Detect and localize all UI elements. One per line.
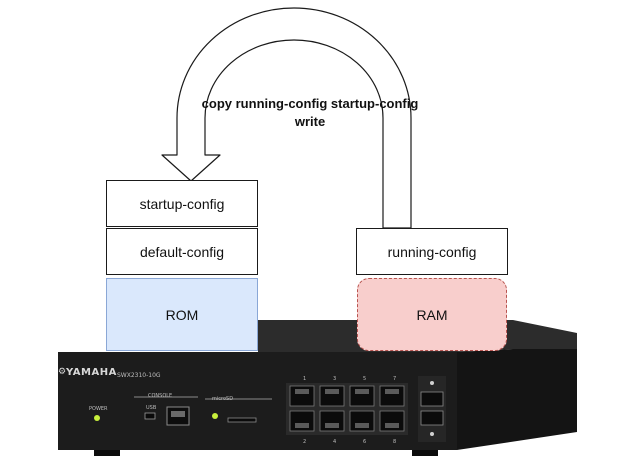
- default-config-box: default-config: [106, 228, 258, 275]
- svg-text:7: 7: [393, 376, 396, 382]
- console-label: CONSOLE: [148, 393, 173, 399]
- startup-config-box: startup-config: [106, 180, 258, 227]
- switch-side-face: [457, 349, 577, 450]
- svg-text:8: 8: [393, 439, 396, 445]
- copy-command-label: copy running-config startup-config: [201, 96, 419, 111]
- switch-foot: [412, 450, 438, 456]
- power-label: POWER: [89, 406, 108, 412]
- sfp-port: [420, 391, 444, 407]
- rom-label: ROM: [165, 306, 199, 323]
- model-label: SWX2310-10G: [117, 372, 161, 379]
- microsd-slot: [227, 417, 257, 423]
- sfp-port: [420, 410, 444, 426]
- console-port-contacts: [171, 411, 185, 417]
- svg-text:6: 6: [363, 439, 366, 445]
- ram-label: RAM: [416, 306, 448, 323]
- svg-text:1: 1: [303, 376, 306, 382]
- lan-port-contacts: [295, 389, 399, 428]
- default-config-label: default-config: [139, 243, 225, 260]
- yamaha-logo-icon: ⚙: [58, 367, 67, 377]
- write-command-label: write: [294, 114, 326, 129]
- microsd-label: microSD: [212, 396, 234, 402]
- sfp-led: [430, 432, 434, 436]
- sfp-panel: [418, 376, 446, 442]
- brand-label: YAMAHA: [66, 367, 117, 378]
- svg-text:2: 2: [303, 439, 306, 445]
- svg-text:4: 4: [333, 439, 336, 445]
- ram-box: RAM: [357, 278, 507, 351]
- power-led: [94, 415, 100, 421]
- usb-label: USB: [146, 405, 157, 411]
- svg-text:3: 3: [333, 376, 336, 382]
- rom-box: ROM: [106, 278, 258, 351]
- port-number-labels: 1 3 5 7 2 4 6 8: [303, 376, 396, 445]
- running-config-label: running-config: [387, 243, 477, 260]
- svg-text:5: 5: [363, 376, 366, 382]
- save-config-arrow: [161, 7, 412, 229]
- microsd-led: [212, 413, 218, 419]
- running-config-box: running-config: [356, 228, 508, 275]
- sfp-led: [430, 381, 434, 385]
- usb-port: [144, 412, 156, 420]
- switch-foot: [94, 450, 120, 456]
- startup-config-label: startup-config: [139, 195, 225, 212]
